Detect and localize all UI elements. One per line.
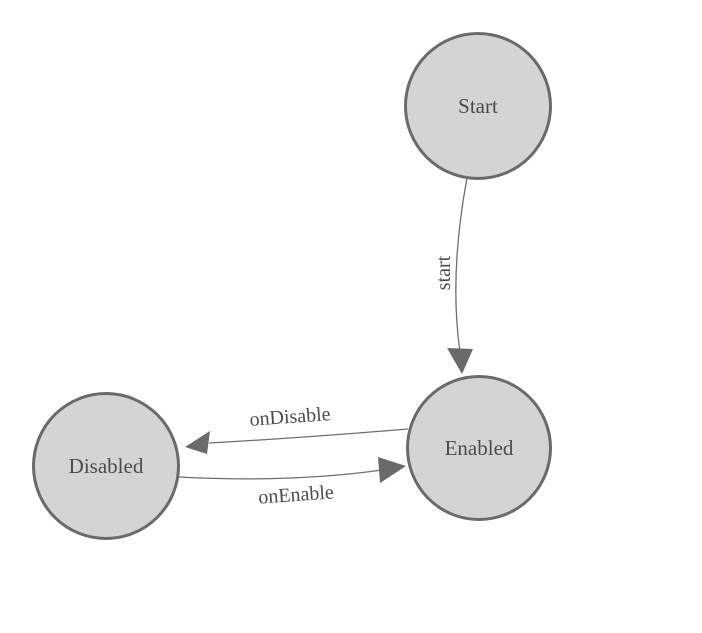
edge-label-onenable: onEnable [257, 481, 335, 509]
edge-label-ondisable: onDisable [248, 403, 332, 431]
node-start-label: Start [458, 93, 498, 118]
node-disabled: Disabled [32, 392, 180, 540]
node-enabled-label: Enabled [444, 435, 514, 460]
edge-start-to-enabled [455, 177, 468, 353]
node-enabled: Enabled [406, 375, 552, 521]
arrowhead-into-disabled [185, 431, 210, 454]
edge-disabled-to-enabled [178, 469, 383, 480]
edge-enabled-to-disabled [208, 428, 409, 444]
arrowhead-into-enabled-top [447, 348, 473, 374]
arrowhead-into-enabled-left [378, 457, 406, 483]
node-disabled-label: Disabled [68, 453, 144, 478]
node-start: Start [404, 32, 552, 180]
edge-label-start: start [433, 255, 455, 291]
